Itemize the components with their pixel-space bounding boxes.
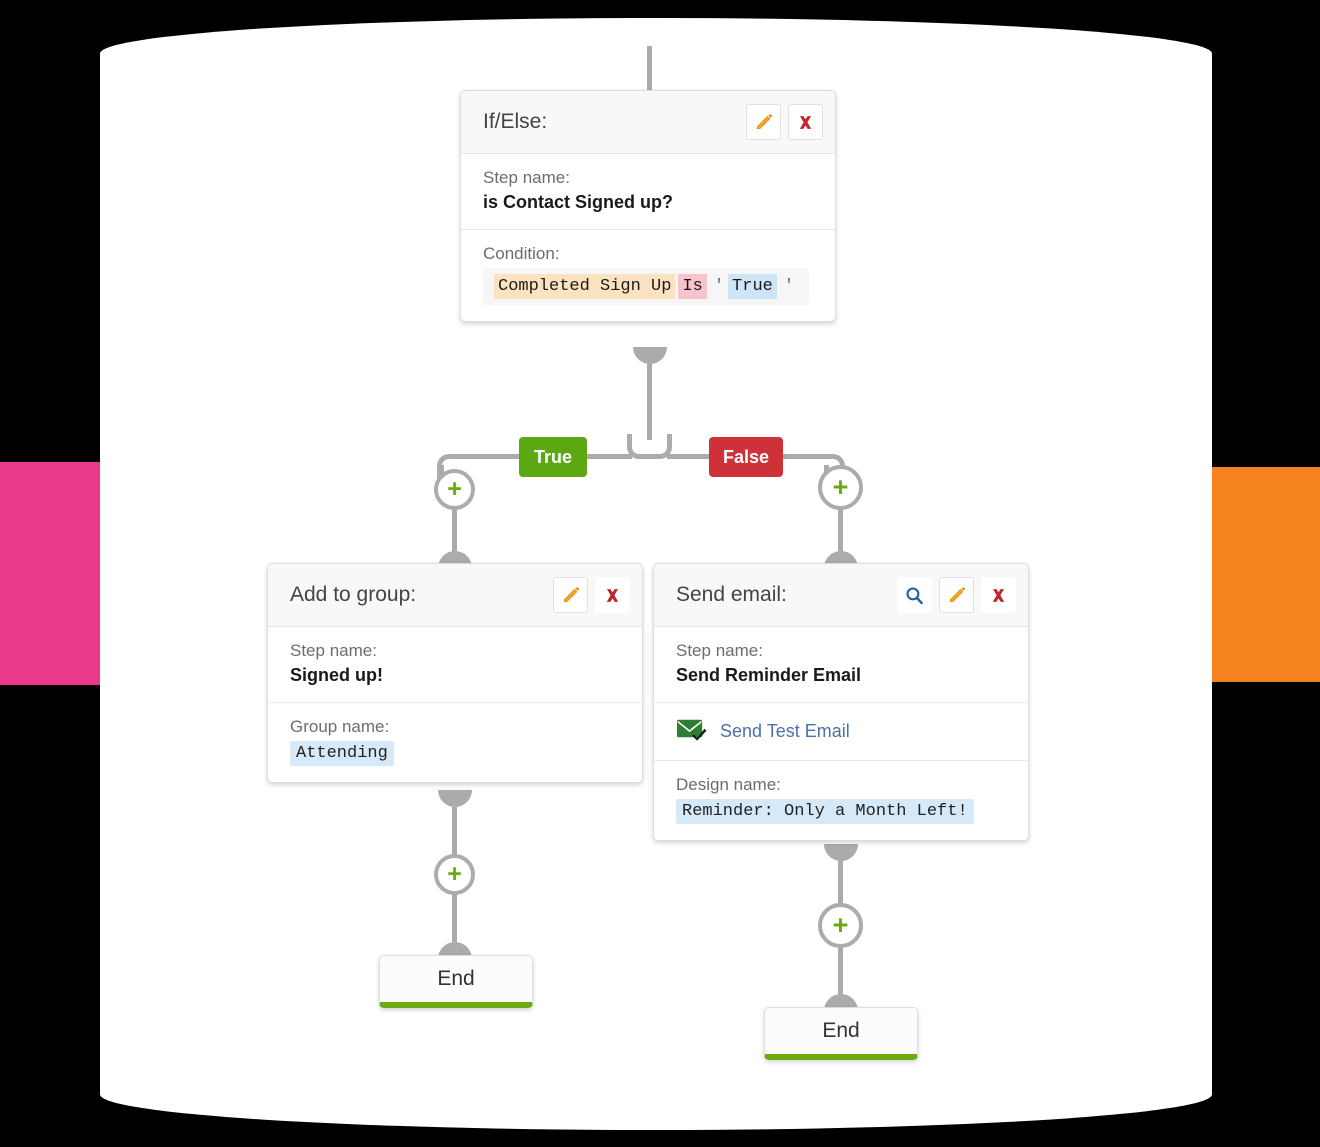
value-group-name: Attending — [290, 741, 394, 766]
pencil-glyph — [949, 587, 965, 603]
connector-cap-ifelse-bottom — [633, 347, 667, 364]
card-title-add-to-group: Add to group: — [290, 583, 417, 606]
step-card-ifelse[interactable]: If/Else: Step name: is Contact Signed up… — [460, 90, 836, 322]
connector-addgroup-down — [452, 807, 457, 867]
branch-badge-false[interactable]: False — [709, 437, 783, 477]
field-step-name-ifelse: Step name: is Contact Signed up? — [461, 154, 835, 230]
branch-badge-false-label: False — [722, 446, 770, 467]
plus-icon: + — [447, 475, 462, 503]
connector-cap-end-left — [438, 942, 472, 959]
delete-icon[interactable] — [788, 104, 823, 140]
envelope-glyph — [676, 719, 707, 741]
pencil-glyph — [563, 587, 579, 603]
send-test-email-link[interactable]: Send Test Email — [720, 721, 850, 741]
connector-to-end-left — [452, 893, 457, 955]
card-title-ifelse: If/Else: — [483, 110, 548, 133]
card-title-send-email: Send email: — [676, 583, 787, 606]
end-node-left-label: End — [437, 967, 475, 990]
card-header-add-to-group: Add to group: — [268, 564, 642, 627]
connector-true-horizontal-2 — [454, 454, 526, 459]
decor-pink-block — [0, 462, 110, 685]
send-test-email-row[interactable]: Send Test Email — [654, 703, 1028, 761]
field-group-name: Group name: Attending — [268, 703, 642, 782]
connector-cap-end-right — [824, 994, 858, 1011]
card-actions-add-to-group — [553, 577, 630, 613]
label-design-name: Design name: — [676, 775, 781, 794]
connector-cap-sendemail-bottom — [824, 844, 858, 861]
add-step-button-true[interactable]: + — [434, 469, 475, 510]
card-actions-send-email — [897, 577, 1016, 613]
x-cross-glyph — [992, 588, 1005, 602]
condition-quote-open: ' — [713, 277, 725, 296]
connector-cap-addgroup-bottom — [438, 790, 472, 807]
value-step-name: Send Reminder Email — [676, 665, 862, 685]
field-design-name: Design name: Reminder: Only a Month Left… — [654, 761, 1028, 840]
card-header-ifelse: If/Else: — [461, 91, 835, 154]
add-step-button-after-add-to-group[interactable]: + — [434, 854, 475, 895]
plus-icon: + — [447, 860, 462, 888]
field-step-name-send-email: Step name: Send Reminder Email — [654, 627, 1028, 703]
edit-icon[interactable] — [939, 577, 974, 613]
x-cross-glyph — [606, 588, 619, 602]
end-node-right-label: End — [822, 1019, 860, 1042]
card-actions-ifelse — [746, 104, 823, 140]
decor-orange-block — [1212, 467, 1320, 682]
add-step-button-after-send-email[interactable]: + — [818, 903, 863, 948]
condition-value: True — [728, 274, 777, 299]
edit-icon[interactable] — [746, 104, 781, 140]
connector-ifelse-down — [647, 364, 652, 440]
label-step-name: Step name: — [676, 641, 763, 660]
connector-false-vert-bottom — [838, 508, 843, 568]
value-step-name: is Contact Signed up? — [483, 192, 674, 212]
condition-field: Completed Sign Up — [494, 274, 676, 299]
value-step-name: Signed up! — [290, 665, 383, 685]
delete-icon[interactable] — [595, 577, 630, 613]
end-node-right: End — [764, 1007, 918, 1060]
end-node-left: End — [379, 955, 533, 1008]
plus-icon: + — [832, 472, 849, 502]
branch-badge-true[interactable]: True — [519, 437, 587, 477]
connector-corner-right — [647, 434, 672, 459]
connector-false-horizontal-2 — [780, 454, 824, 459]
workflow-canvas: If/Else: Step name: is Contact Signed up… — [100, 18, 1212, 1130]
label-step-name: Step name: — [483, 168, 570, 187]
label-step-name: Step name: — [290, 641, 377, 660]
edit-icon[interactable] — [553, 577, 588, 613]
condition-quote-close: ' — [783, 277, 795, 296]
connector-sendemail-down — [838, 860, 843, 922]
label-group-name: Group name: — [290, 717, 390, 736]
branch-badge-true-label: True — [533, 446, 572, 467]
connector-corner-left — [627, 434, 652, 459]
card-header-send-email: Send email: — [654, 564, 1028, 627]
pencil-glyph — [756, 114, 772, 130]
connector-to-end-right — [838, 946, 843, 1008]
magnifier-glyph — [906, 586, 923, 604]
envelope-check-icon — [676, 717, 707, 746]
value-design-name: Reminder: Only a Month Left! — [676, 799, 974, 824]
field-step-name-add-to-group: Step name: Signed up! — [268, 627, 642, 703]
search-icon[interactable] — [897, 577, 932, 613]
label-condition: Condition: — [483, 244, 560, 263]
x-cross-glyph — [799, 115, 812, 129]
add-step-button-false[interactable]: + — [818, 465, 863, 510]
connector-top-incoming — [647, 46, 652, 108]
plus-icon: + — [832, 910, 849, 940]
condition-operator: Is — [678, 274, 707, 299]
delete-icon[interactable] — [981, 577, 1016, 613]
connector-true-vert-bottom — [452, 508, 457, 568]
step-card-send-email[interactable]: Send email: — [653, 563, 1029, 841]
step-card-add-to-group[interactable]: Add to group: Step name: Signed up! — [267, 563, 643, 783]
